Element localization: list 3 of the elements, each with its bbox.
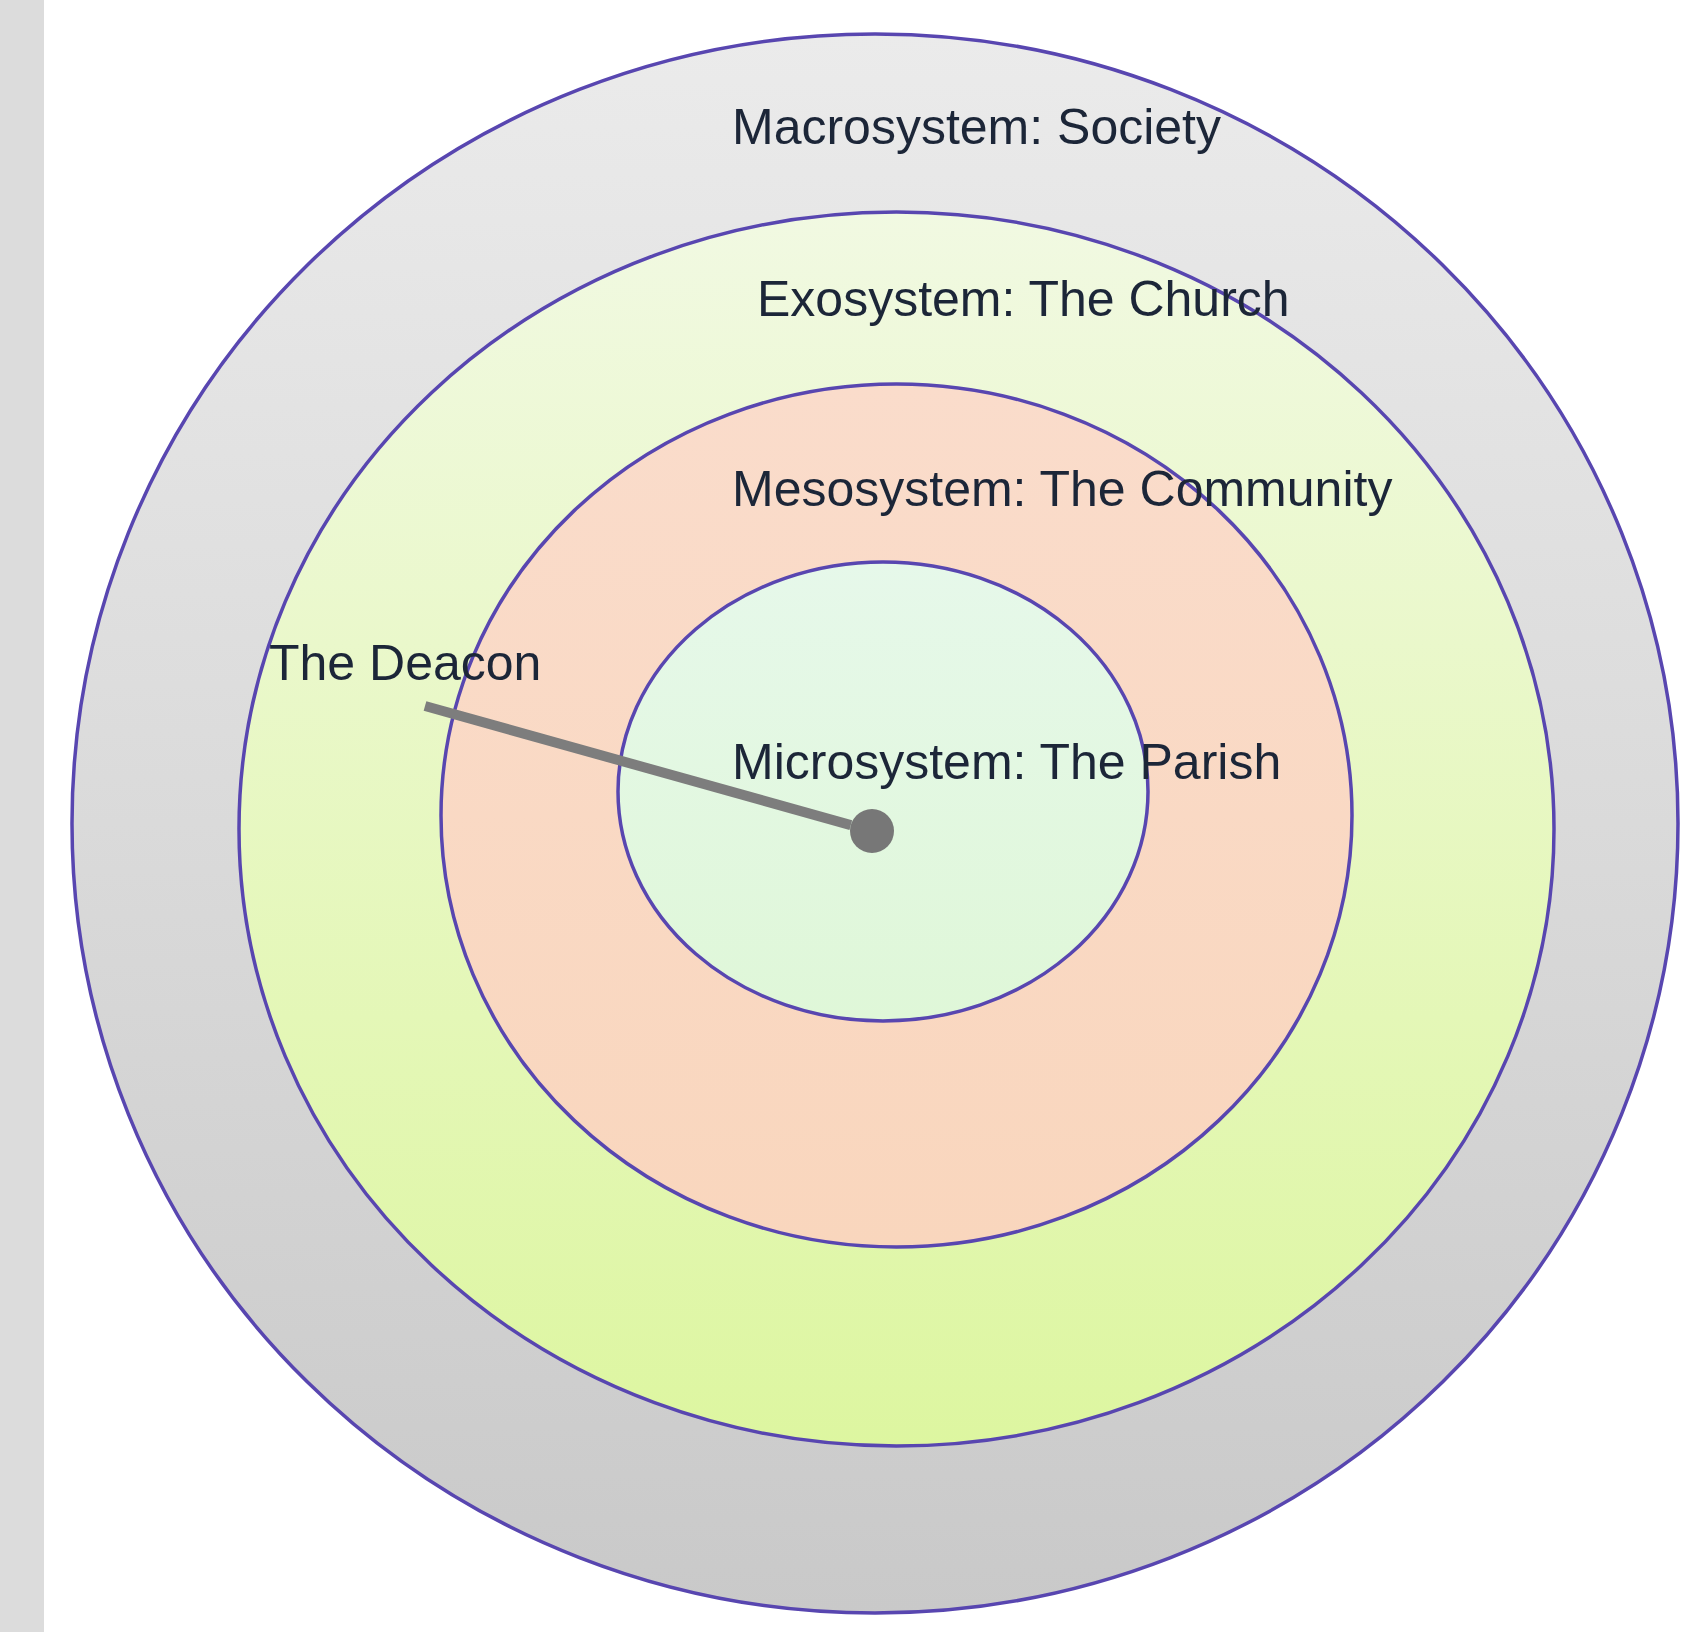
- ellipse-ring: [70, 32, 1680, 1615]
- ring-label: Macrosystem: Society: [732, 100, 1221, 155]
- ellipse-ring: [237, 210, 1556, 1448]
